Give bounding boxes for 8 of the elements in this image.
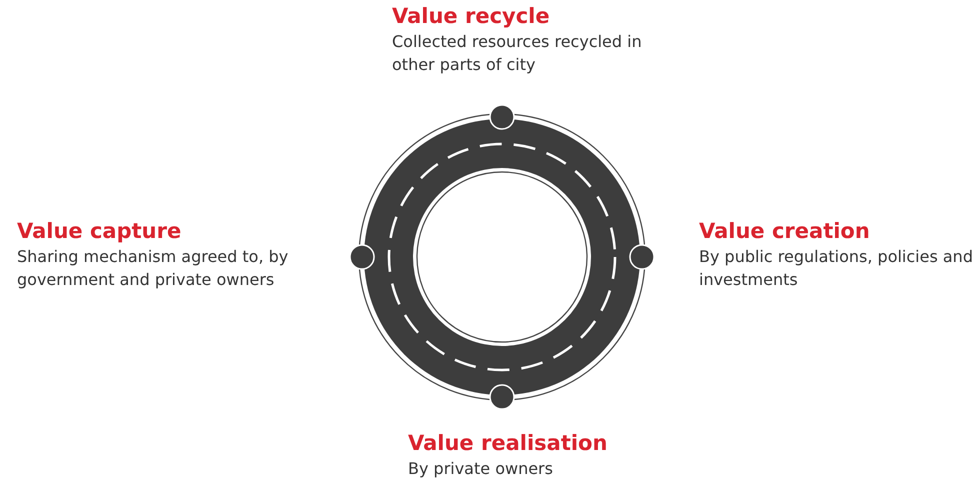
stage-heading: Value realisation <box>408 430 608 457</box>
stage-heading: Value recycle <box>392 3 551 30</box>
stage-description: By private owners <box>408 458 554 480</box>
stage-description: Collected resources recycled in other parts of city <box>392 31 643 76</box>
stage-description: Sharing mechanism agreed to, by government and private owners <box>17 246 290 291</box>
stage-description: By public regulations, policies and investments <box>699 246 974 291</box>
stage-heading: Value capture <box>17 218 182 245</box>
stage-heading: Value creation <box>699 218 871 245</box>
